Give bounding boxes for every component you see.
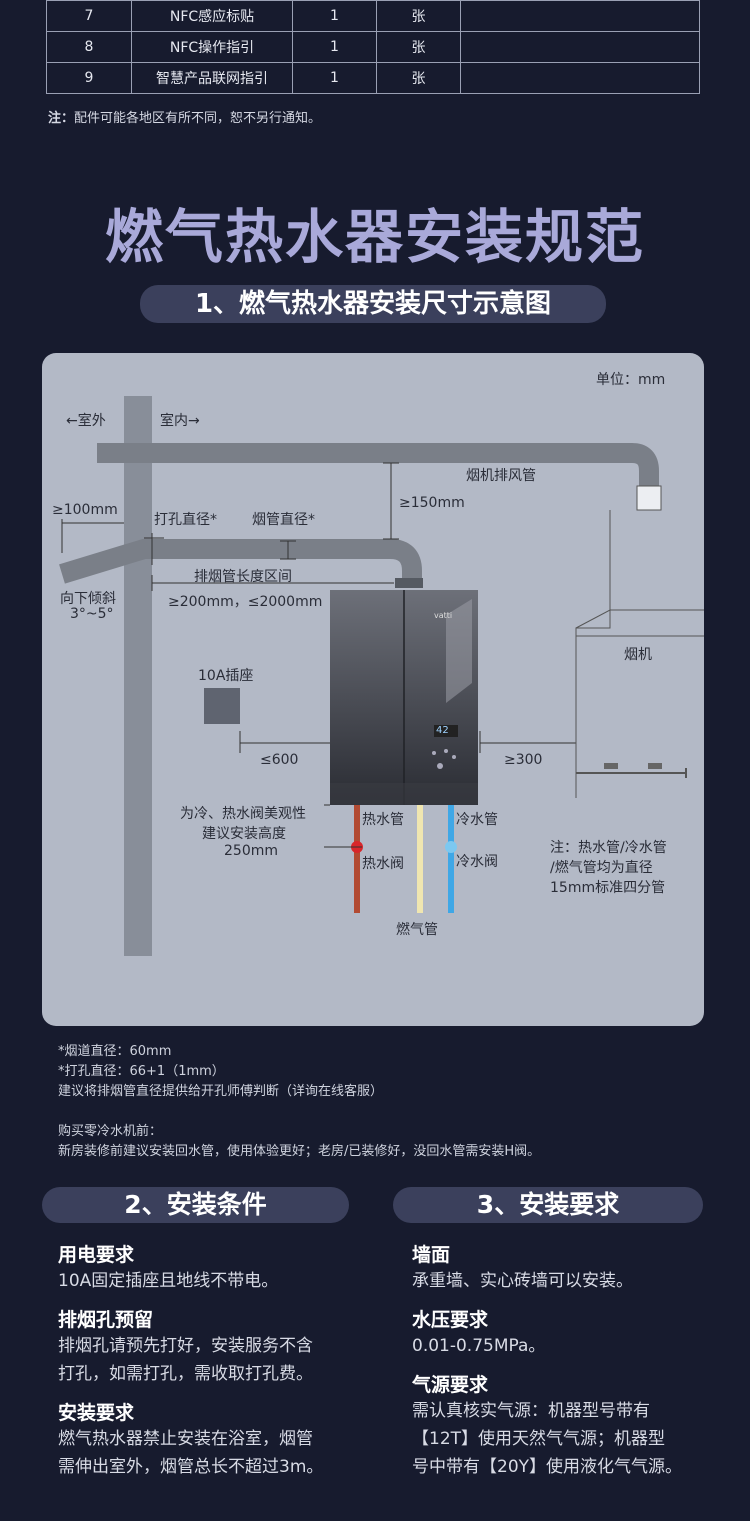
socket-icon <box>204 688 240 724</box>
section-2-content: 用电要求 10A固定插座且地线不带电。排烟孔预留排烟孔请预先打好，安装服务不含打孔… <box>58 1240 358 1481</box>
footnote-4: 购买零冷水机前： <box>58 1124 163 1139</box>
height-note-1: 为冷、热水阀美观性 <box>180 806 306 822</box>
cold-valve-label: 冷水阀 <box>456 854 498 870</box>
pipe-diameter-label: 烟管直径* <box>252 512 315 528</box>
cold-pipe-label: 冷水管 <box>456 812 498 828</box>
indoor-label: 室内→ <box>160 413 200 429</box>
max-600-label: ≤600 <box>260 752 299 768</box>
section-3-title: 3、安装要求 <box>393 1187 703 1223</box>
socket-label: 10A插座 <box>198 668 254 684</box>
section2-text: 需伸出室外，烟管总长不超过3m。 <box>58 1457 324 1477</box>
table-cell-empty <box>460 31 700 63</box>
min-150-label: ≥150mm <box>399 495 465 511</box>
section2-text: 打孔，如需打孔，需收取打孔费。 <box>58 1364 313 1384</box>
table-cell-no: 8 <box>46 31 132 63</box>
section-2-title: 2、安装条件 <box>42 1187 349 1223</box>
cold-valve-icon <box>445 841 457 853</box>
table-cell-name: 智慧产品联网指引 <box>131 62 293 94</box>
table-cell-no: 9 <box>46 62 132 94</box>
gas-pipe-label: 燃气管 <box>396 922 438 938</box>
flue-collar <box>395 578 423 588</box>
brand-logo: vatti <box>434 611 453 620</box>
table-cell-name: NFC感应标贴 <box>131 0 293 32</box>
flue-pipe <box>59 539 422 584</box>
pipe-note-2: /燃气管均为直径 <box>550 860 653 876</box>
wall <box>124 396 152 956</box>
installation-diagram: 单位：mm ←室外 室内→ 烟机排风管 ≥150mm ≥100mm 打孔直径* … <box>42 353 704 1026</box>
table-cell-qty: 1 <box>292 31 377 63</box>
section3-text: 【12T】使用天然气气源；机器型 <box>412 1429 666 1449</box>
section-1-title: 1、燃气热水器安装尺寸示意图 <box>140 285 606 323</box>
display-value: 42 <box>436 725 449 736</box>
heater-display <box>434 725 458 737</box>
unit-label: 单位：mm <box>596 372 666 388</box>
footnote-2: *打孔直径：66+1（1mm） <box>58 1064 225 1079</box>
diagram-drawing <box>59 396 704 956</box>
section3-heading: 气源要求 <box>412 1374 489 1396</box>
hood-duct-outlet <box>636 485 662 511</box>
outdoor-label: ←室外 <box>66 413 106 429</box>
table-cell-qty: 1 <box>292 0 377 32</box>
min-300-label: ≥300 <box>504 752 543 768</box>
min-100-label: ≥100mm <box>52 502 118 518</box>
pipe-length-label: 排烟管长度区间 <box>194 569 292 585</box>
table-cell-no: 7 <box>46 0 132 32</box>
section2-heading: 安装要求 <box>58 1402 135 1424</box>
section2-heading: 用电要求 <box>58 1244 135 1266</box>
table-cell-unit: 张 <box>376 31 461 63</box>
section3-text: 承重墙、实心砖墙可以安装。 <box>412 1271 633 1291</box>
table-cell-unit: 张 <box>376 0 461 32</box>
table-cell-unit: 张 <box>376 62 461 94</box>
hood-duct <box>97 443 659 486</box>
footnote-5: 新房装修前建议安装回水管，使用体验更好；老房/已装修好，没回水管需安装H阀。 <box>58 1144 541 1159</box>
section2-text: 燃气热水器禁止安装在浴室，烟管 <box>58 1429 313 1449</box>
parts-note: 注：配件可能各地区有所不同，恕不另行通知。 <box>48 107 321 126</box>
hot-pipe-label: 热水管 <box>362 812 404 828</box>
section2-heading: 排烟孔预留 <box>58 1309 154 1331</box>
footnote-3: 建议将排烟管直径提供给开孔师傅判断（详询在线客服） <box>58 1084 384 1099</box>
pipe-length-values: ≥200mm，≤2000mm <box>168 594 323 610</box>
tilt-label: 向下倾斜 <box>60 591 116 607</box>
section3-heading: 水压要求 <box>412 1309 489 1331</box>
flue-pipe-label: 烟机排风管 <box>466 468 536 484</box>
footnote-1: *烟道直径：60mm <box>58 1044 172 1059</box>
section3-text: 0.01-0.75MPa。 <box>412 1336 546 1356</box>
tilt-angle: 3°~5° <box>70 606 114 622</box>
section3-text: 号中带有【20Y】使用液化气气源。 <box>412 1457 683 1477</box>
table-cell-empty <box>460 62 700 94</box>
section2-text: 10A固定插座且地线不带电。 <box>58 1271 279 1291</box>
height-note-3: 250mm <box>224 843 278 859</box>
pipe-note-1: 注：热水管/冷水管 <box>550 840 667 856</box>
table-cell-empty <box>460 0 700 32</box>
section3-heading: 墙面 <box>412 1244 451 1266</box>
hot-valve-label: 热水阀 <box>362 856 404 872</box>
hole-diameter-label: 打孔直径* <box>154 512 217 528</box>
height-note-2: 建议安装高度 <box>202 826 286 842</box>
page-title: 燃气热水器安装规范 <box>104 203 645 271</box>
note-label: 注： <box>48 111 75 126</box>
range-hood-label: 烟机 <box>624 647 652 663</box>
section2-text: 排烟孔请预先打好，安装服务不含 <box>58 1336 313 1356</box>
pipe-note-3: 15mm标准四分管 <box>550 880 666 896</box>
table-cell-qty: 1 <box>292 62 377 94</box>
section-3-content: 墙面承重墙、实心砖墙可以安装。水压要求 0.01-0.75MPa。气源要求需认真核… <box>412 1240 712 1481</box>
section3-text: 需认真核实气源：机器型号带有 <box>412 1401 650 1421</box>
note-text: 配件可能各地区有所不同，恕不另行通知。 <box>74 111 322 126</box>
table-cell-name: NFC操作指引 <box>131 31 293 63</box>
